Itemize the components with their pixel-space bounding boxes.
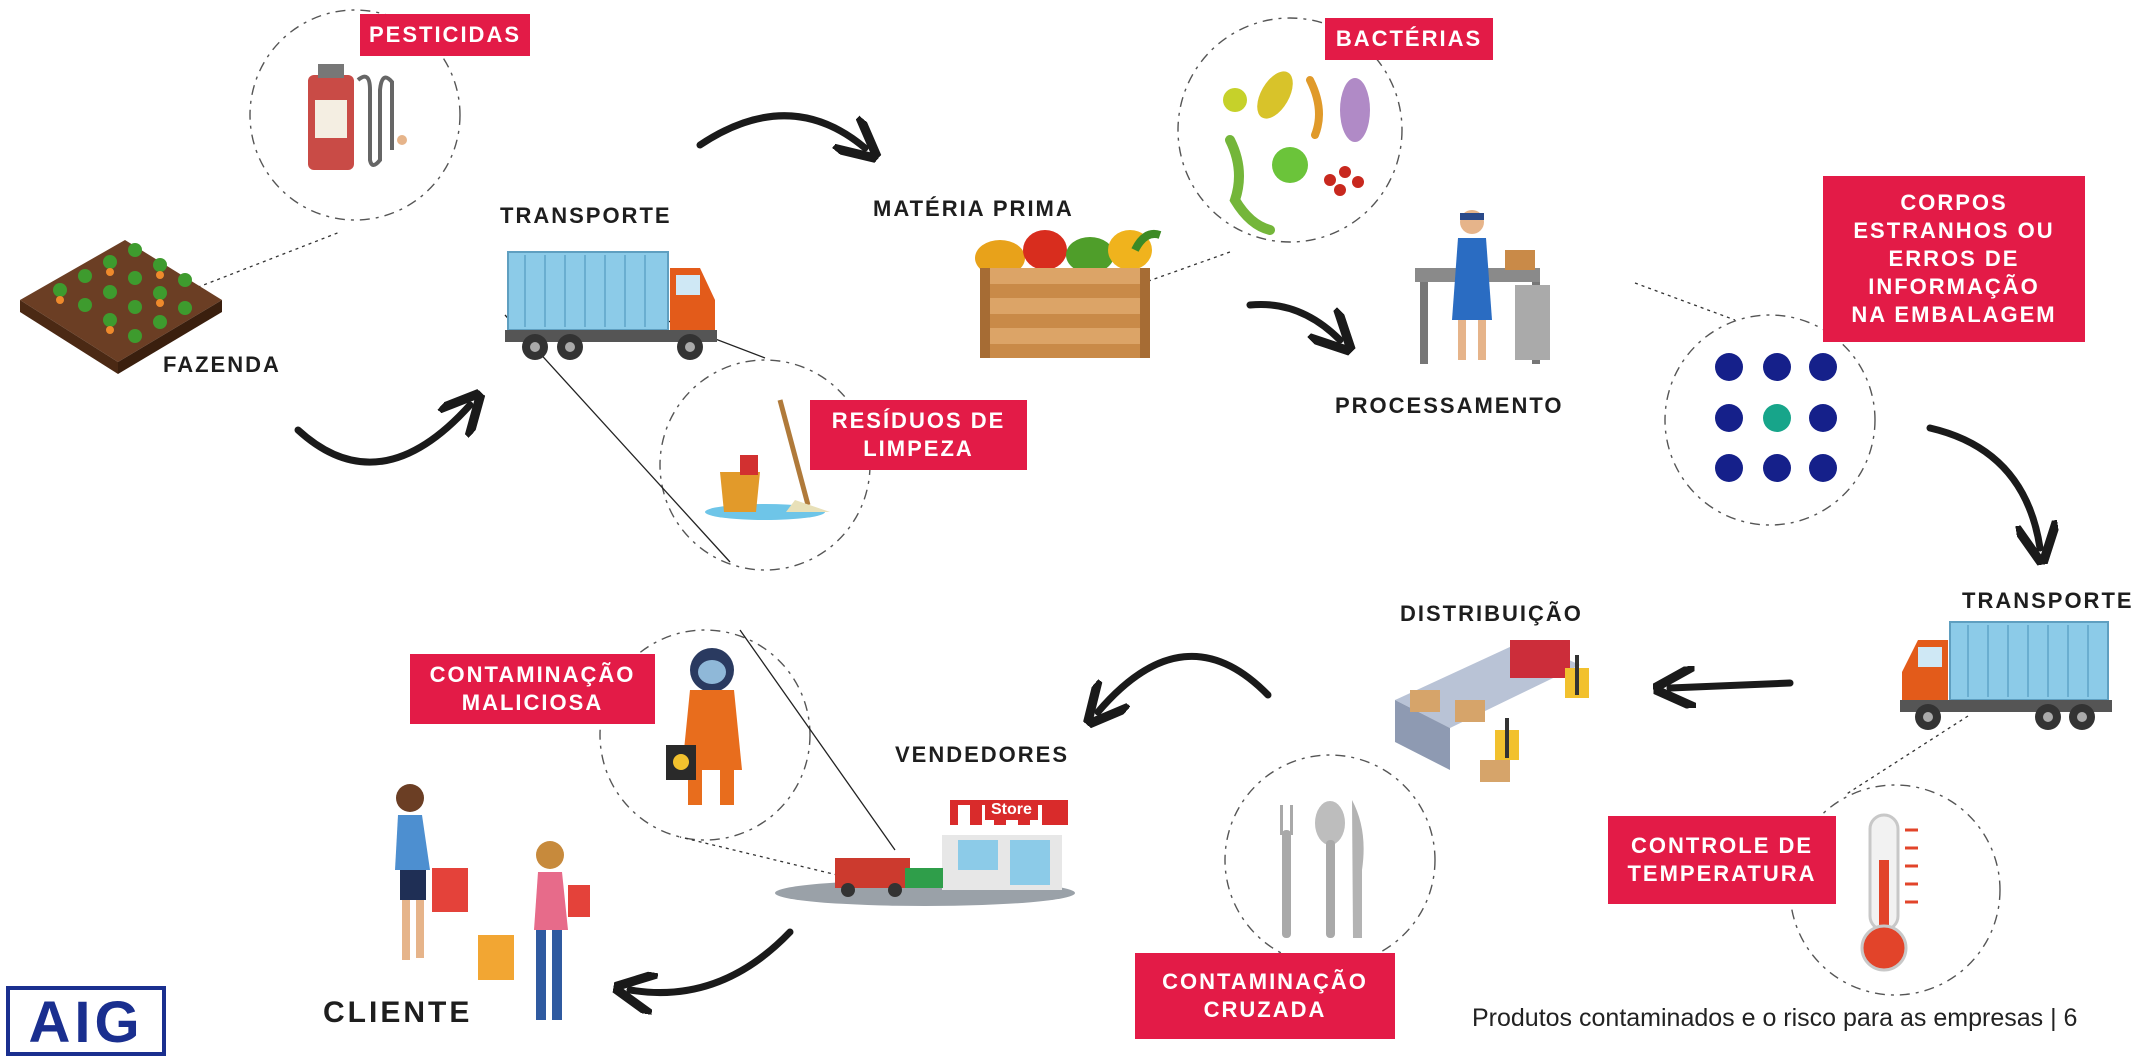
risk-residuos-limpeza: RESÍDUOS DE LIMPEZA: [810, 400, 1027, 470]
aig-logo: AIG: [6, 986, 166, 1056]
store-icon: [775, 800, 1075, 906]
thermometer-icon: [1860, 813, 1918, 972]
flow-arrow-5: [1670, 683, 1794, 688]
farm-field-icon: [20, 240, 222, 374]
flow-arrow-1: [294, 405, 470, 466]
store-sign: Store: [985, 800, 1038, 820]
risk-contaminacao-cruzada: CONTAMINAÇÃO CRUZADA: [1135, 953, 1395, 1039]
footer-caption: Produtos contaminados e o risco para as …: [1472, 1004, 2078, 1032]
risk-bacterias: BACTÉRIAS: [1325, 18, 1493, 60]
corpos-callout-circle: [1664, 314, 1876, 526]
risk-controle-temperatura: CONTROLE DE TEMPERATURA: [1608, 816, 1836, 904]
bacterias-callout-circle: [1177, 17, 1403, 243]
bacteria-icon: [1223, 71, 1370, 235]
flow-arrow-6: [1098, 652, 1272, 712]
connector-transporte-temperatura: [1844, 715, 1969, 796]
truck-icon-1: [505, 251, 717, 360]
shoppers-icon: [395, 784, 590, 1020]
stage-label-vendedores: VENDEDORES: [895, 742, 1070, 767]
connector-vendedores-maliciosa: [679, 836, 859, 881]
vegetable-crate-icon: [975, 230, 1162, 358]
pesticidas-callout-circle: [249, 9, 461, 221]
processing-worker-icon: [1415, 210, 1550, 364]
dot-grid-icon: [1715, 353, 1837, 482]
connector-vendedores-maliciosa-b: [739, 629, 896, 851]
connector-processamento-corpos: [1634, 282, 1736, 321]
risk-corpos-estranhos: CORPOS ESTRANHOS OU ERROS DE INFORMAÇÃO …: [1823, 176, 2085, 342]
cutlery-icon: [1280, 800, 1364, 938]
connector-fazenda-pesticidas: [164, 231, 341, 301]
warehouse-forklift-icon: [1395, 640, 1589, 782]
hazmat-suit-icon: [666, 648, 742, 805]
stage-label-cliente: CLIENTE: [323, 996, 473, 1029]
flow-arrow-3: [1246, 300, 1340, 340]
flow-arrow-4: [1926, 424, 2040, 548]
flow-arrow-7: [630, 928, 794, 993]
pesticide-sprayer-icon: [308, 64, 407, 170]
stage-label-transporte-2: TRANSPORTE: [1962, 588, 2134, 613]
risk-contaminacao-maliciosa: CONTAMINAÇÃO MALICIOSA: [410, 654, 655, 724]
stage-label-fazenda: FAZENDA: [163, 352, 281, 377]
stage-label-distribuicao: DISTRIBUIÇÃO: [1400, 601, 1583, 626]
truck-icon-2: [1900, 621, 2112, 730]
stage-label-materia-prima: MATÉRIA PRIMA: [873, 196, 1074, 221]
stage-label-transporte-1: TRANSPORTE: [500, 203, 672, 228]
mop-bucket-icon: [705, 399, 830, 520]
flow-arrow-2: [696, 112, 865, 148]
stage-label-processamento: PROCESSAMENTO: [1335, 393, 1564, 418]
cruzada-callout-circle: [1224, 754, 1436, 966]
risk-pesticidas: PESTICIDAS: [360, 14, 530, 56]
maliciosa-callout-circle: [599, 629, 811, 841]
